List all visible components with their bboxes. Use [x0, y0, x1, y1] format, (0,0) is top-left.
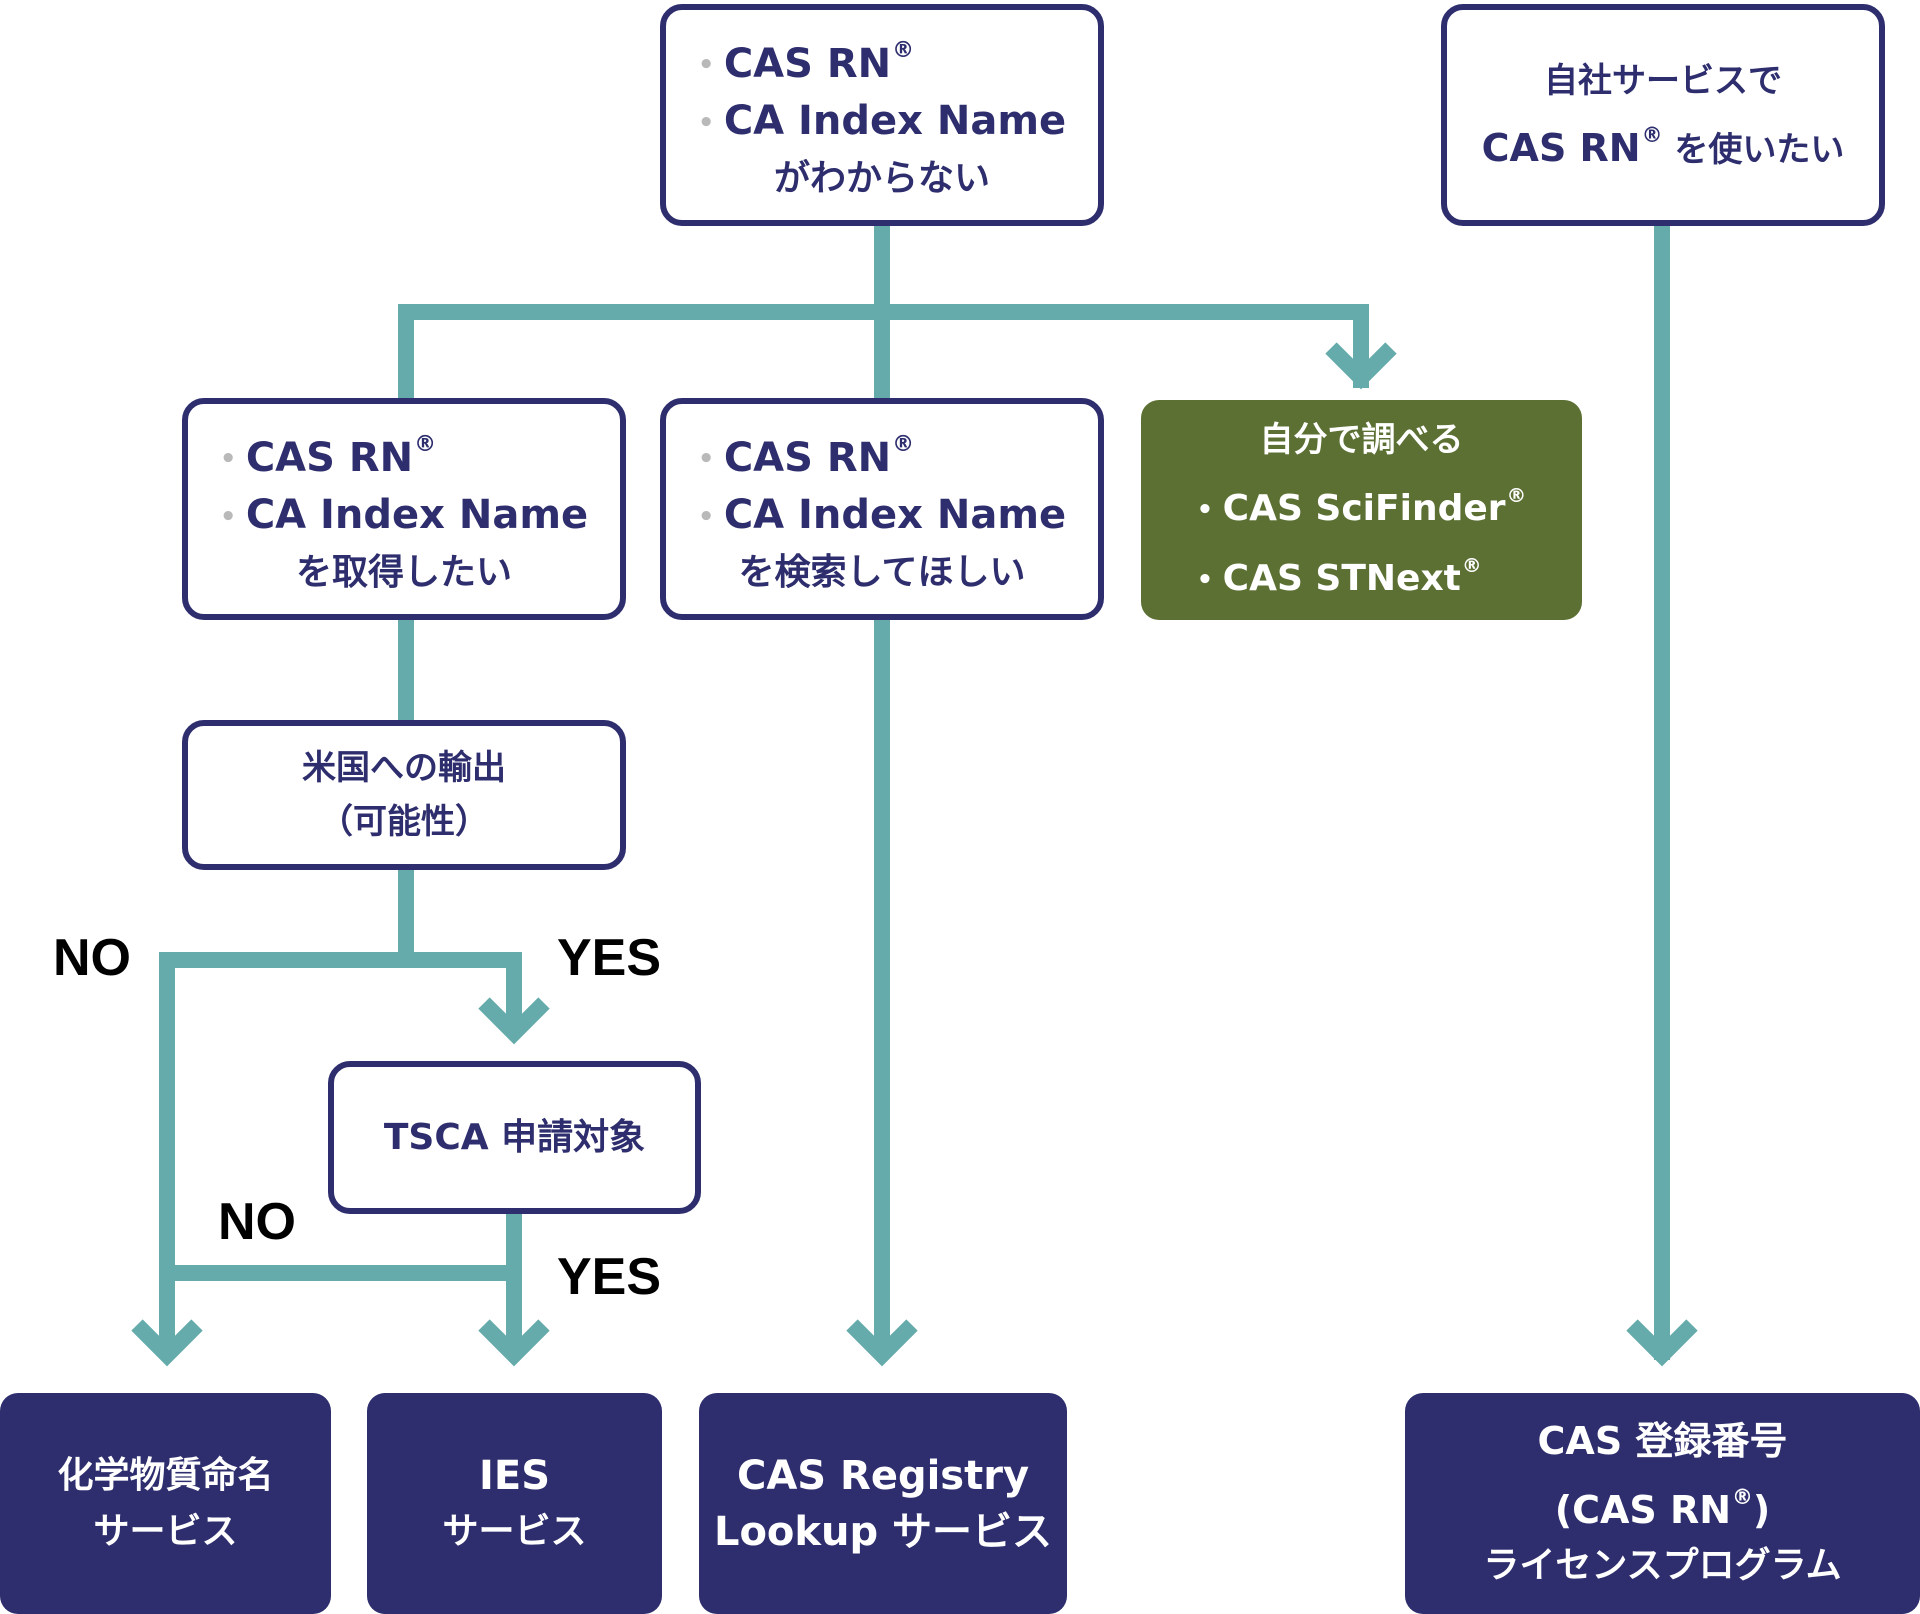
node-license-program: CAS 登録番号 (CAS RN®) ライセンスプログラム — [1405, 1393, 1920, 1614]
export-line-1: 米国への輸出 — [302, 748, 506, 788]
license-line-2: (CAS RN®) — [1554, 1485, 1771, 1532]
self-title: 自分で調べる — [1259, 420, 1464, 461]
unknown-tail: がわからない — [773, 158, 990, 200]
label-no-tsca: NO — [218, 1193, 296, 1251]
naming-line-1: 化学物質命名 — [57, 1454, 274, 1496]
node-export: 米国への輸出 （可能性） — [182, 720, 626, 870]
search-bullet-index-name: •CA Index Name — [697, 492, 1067, 539]
node-obtain: •CAS RN® •CA Index Name を取得したい — [182, 398, 626, 620]
inhouse-line-1: 自社サービスで — [1544, 60, 1782, 101]
unknown-bullet-index-name: •CA Index Name — [697, 98, 1067, 145]
node-tsca: TSCA 申請対象 — [328, 1061, 701, 1214]
unknown-bullet-list: •CAS RN® •CA Index Name — [698, 23, 1066, 152]
arrowhead-tsca — [478, 997, 550, 1045]
node-naming-service: 化学物質命名 サービス — [0, 1393, 331, 1614]
node-unknown: •CAS RN® •CA Index Name がわからない — [660, 4, 1104, 226]
arrowhead-naming — [131, 1319, 203, 1367]
license-line-1: CAS 登録番号 — [1537, 1419, 1788, 1464]
node-self-research: 自分で調べる •CAS SciFinder® •CAS STNext® — [1141, 400, 1582, 620]
self-bullet-stnext: •CAS STNext® — [1196, 554, 1482, 599]
obtain-tail: を取得したい — [295, 552, 512, 594]
unknown-bullet-cas-rn: •CAS RN® — [697, 37, 915, 87]
obtain-bullet-index-name: •CA Index Name — [219, 492, 589, 539]
node-search: •CAS RN® •CA Index Name を検索してほしい — [660, 398, 1104, 620]
arrowhead-self — [1325, 342, 1397, 390]
node-inhouse: 自社サービスで CAS RN® を使いたい — [1441, 4, 1885, 226]
lookup-line-1: CAS Registry — [736, 1452, 1030, 1499]
self-bullet-scifinder: •CAS SciFinder® — [1196, 484, 1527, 529]
self-bullet-list: •CAS SciFinder® •CAS STNext® — [1197, 468, 1527, 608]
license-line-3: ライセンスプログラム — [1483, 1544, 1842, 1586]
ies-line-2: サービス — [442, 1510, 587, 1552]
obtain-bullet-list: •CAS RN® •CA Index Name — [220, 417, 588, 546]
arrowhead-ies — [478, 1319, 550, 1367]
ies-line-1: IES — [478, 1452, 550, 1499]
label-no-export: NO — [53, 929, 131, 987]
export-line-2: （可能性） — [319, 802, 489, 842]
label-yes-export: YES — [557, 929, 662, 987]
inhouse-line-2: CAS RN® を使いたい — [1481, 122, 1845, 170]
search-bullet-cas-rn: •CAS RN® — [697, 431, 915, 481]
connector-no-branch — [159, 952, 406, 1345]
lookup-line-2: Lookup サービス — [713, 1508, 1053, 1555]
arrowhead-license — [1626, 1319, 1698, 1367]
arrowhead-lookup — [846, 1319, 918, 1367]
label-yes-tsca: YES — [557, 1248, 662, 1306]
node-registry-lookup: CAS Registry Lookup サービス — [699, 1393, 1067, 1614]
obtain-bullet-cas-rn: •CAS RN® — [219, 431, 437, 481]
search-tail: を検索してほしい — [738, 552, 1026, 594]
tsca-label: TSCA 申請対象 — [383, 1116, 646, 1158]
node-ies-service: IES サービス — [367, 1393, 662, 1614]
naming-line-2: サービス — [93, 1510, 238, 1552]
connector-top-bar — [398, 304, 1369, 400]
search-bullet-list: •CAS RN® •CA Index Name — [698, 417, 1066, 546]
connector-yes-branch — [406, 952, 522, 1035]
